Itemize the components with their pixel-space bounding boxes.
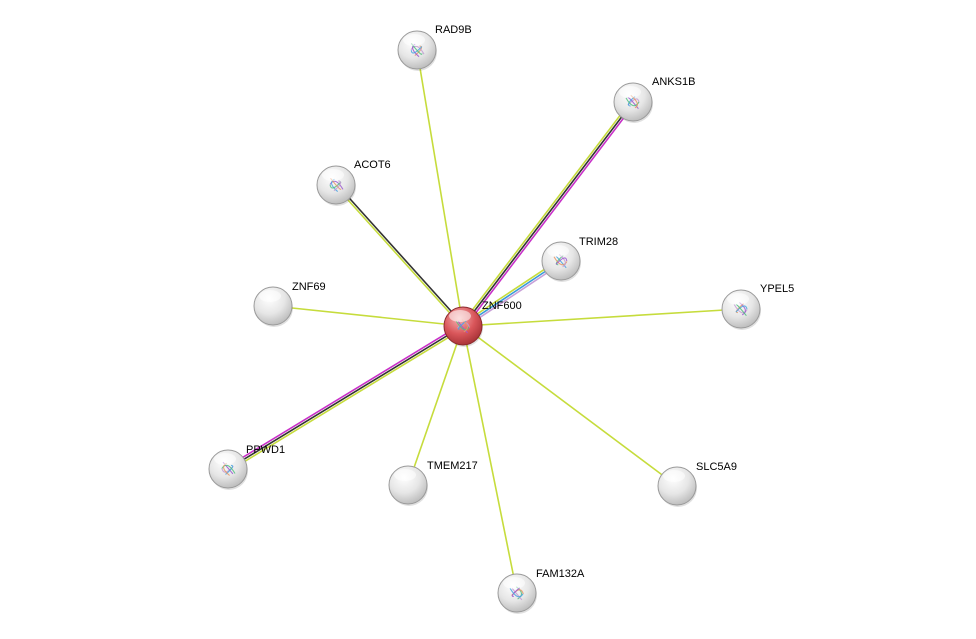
edge-evidence-line	[416, 49, 464, 327]
node-label: ZNF600	[482, 300, 522, 312]
edge-evidence-line	[461, 258, 561, 325]
node-ypel5[interactable]: YPEL5	[721, 283, 794, 330]
node-label: PPWD1	[246, 444, 285, 456]
node-highlight	[547, 245, 569, 257]
node-label: ACOT6	[354, 159, 391, 171]
edge-evidence-line	[462, 325, 678, 487]
node-label: RAD9B	[435, 24, 472, 36]
edge-evidence-line	[463, 262, 563, 329]
protein-structure-icon	[221, 461, 236, 476]
node-anks1b[interactable]: ANKS1B	[613, 76, 695, 123]
node-label: ZNF69	[292, 281, 326, 293]
edge-evidence-line	[272, 305, 464, 327]
node-znf69[interactable]: ZNF69	[253, 281, 326, 327]
node-highlight	[449, 310, 471, 322]
edge-znf600-ypel5[interactable]	[462, 308, 742, 327]
node-highlight	[403, 34, 425, 46]
node-highlight	[727, 293, 749, 305]
edge-evidence-line	[464, 102, 636, 328]
edge-evidence-line	[336, 183, 465, 326]
edge-evidence-line	[407, 325, 464, 486]
node-highlight	[619, 86, 641, 98]
edge-evidence-line	[460, 100, 632, 326]
node-znf600[interactable]: ZNF600	[443, 300, 522, 347]
edge-evidence-line	[226, 323, 463, 468]
edge-znf600-acot6[interactable]	[334, 183, 465, 328]
node-highlight	[503, 577, 525, 589]
node-slc5a9[interactable]: SLC5A9	[657, 461, 737, 507]
edge-znf600-fam132a[interactable]	[462, 325, 518, 594]
edge-znf600-tmem217[interactable]	[407, 325, 464, 486]
node-highlight	[322, 169, 344, 181]
node-highlight	[663, 470, 685, 482]
node-label: SLC5A9	[696, 461, 737, 473]
edges	[226, 49, 742, 594]
edge-znf600-rad9b[interactable]	[416, 49, 464, 327]
edge-znf600-slc5a9[interactable]	[462, 325, 678, 487]
node-label: ANKS1B	[652, 76, 695, 88]
node-rad9b[interactable]: RAD9B	[397, 24, 472, 71]
node-label: YPEL5	[760, 283, 794, 295]
node-acot6[interactable]: ACOT6	[316, 159, 391, 206]
edge-evidence-line	[462, 325, 518, 594]
edge-evidence-line	[462, 308, 742, 327]
node-ppwd1[interactable]: PPWD1	[208, 444, 285, 490]
edge-evidence-line	[228, 327, 465, 472]
edge-evidence-line	[227, 325, 464, 470]
edge-znf600-ppwd1[interactable]	[226, 323, 465, 472]
node-trim28[interactable]: TRIM28	[541, 236, 618, 282]
edge-znf600-anks1b[interactable]	[460, 100, 636, 328]
edge-znf600-znf69[interactable]	[272, 305, 464, 327]
node-fam132a[interactable]: FAM132A	[497, 568, 585, 614]
edge-evidence-line	[334, 185, 463, 328]
node-tmem217[interactable]: TMEM217	[388, 460, 478, 506]
edge-evidence-line	[462, 260, 562, 327]
edge-evidence-line	[462, 101, 634, 327]
node-highlight	[214, 453, 236, 465]
node-label: FAM132A	[536, 568, 585, 580]
edge-znf600-trim28[interactable]	[461, 258, 563, 329]
node-label: TRIM28	[579, 236, 618, 248]
node-label: TMEM217	[427, 460, 478, 472]
node-highlight	[259, 290, 281, 302]
node-highlight	[394, 469, 416, 481]
